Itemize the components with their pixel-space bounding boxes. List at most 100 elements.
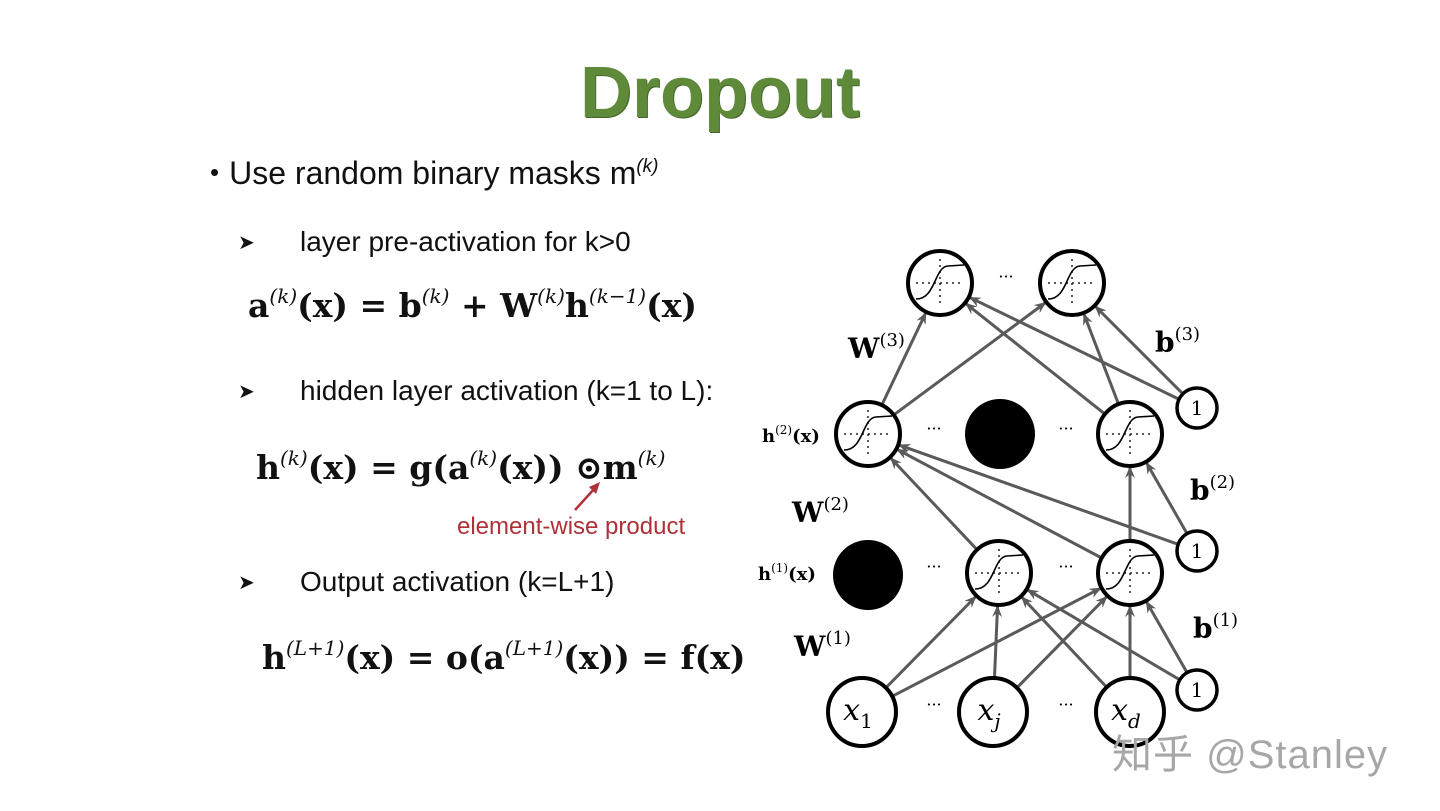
eq-sup: (k) [637, 446, 666, 470]
input-circle [957, 676, 1029, 748]
eq-sup: (k) [421, 284, 450, 308]
eq-term: (x)) = f(x) [563, 638, 746, 677]
eq-term: (x) = b [297, 286, 422, 325]
edge-h2a-o1 [880, 311, 928, 406]
arrowhead-bullet-icon: ➤ [238, 232, 255, 254]
slide-title: Dropout [580, 53, 860, 133]
input-label: xd [1111, 693, 1141, 733]
b1-label: b(1) [1193, 610, 1238, 645]
bias-value: 1 [1191, 539, 1204, 563]
section-output-activation: ➤ Output activation (k=L+1) [238, 566, 614, 598]
ellipsis-h2-right: ··· [1058, 419, 1073, 438]
bias-circle [1175, 529, 1219, 573]
edge-h2c-o1 [964, 302, 1106, 416]
w2-label: W(2) [791, 494, 849, 529]
edge-xd-h1b [1020, 595, 1108, 689]
h1-layer-label: h(1)(x) [758, 561, 816, 585]
edge-x1-h1b [884, 595, 977, 689]
edge-b1-h1b [1026, 588, 1181, 682]
input-circle [826, 676, 898, 748]
arrowhead-bullet-icon: ➤ [238, 572, 255, 594]
h2-layer-label: h(2)(x) [762, 423, 820, 447]
input-label: x1 [843, 693, 873, 733]
ellipsis-input-right: ··· [1058, 695, 1073, 714]
sigmoid-unit-h2a [834, 400, 902, 468]
edge-h2a-o2 [892, 301, 1047, 417]
ellipsis-h1-left: ··· [926, 557, 941, 576]
arrowhead-bullet-icon: ➤ [238, 381, 255, 403]
sigmoid-unit-h1b [965, 539, 1033, 607]
equation-output-activation: h(L+1)(x) = o(a(L+1)(x)) = f(x) [262, 636, 746, 677]
sigmoid-curve-icon [843, 415, 893, 451]
sigmoid-unit-o1 [906, 249, 974, 317]
eq-term: (x) = g(a [307, 448, 470, 487]
eq-sup: (L+1) [286, 636, 345, 660]
section-pre-activation: ➤ layer pre-activation for k>0 [238, 226, 631, 258]
edge-h1b-h2a [889, 456, 979, 551]
edge-b3-o1 [968, 296, 1180, 401]
sigmoid-curve-icon [1105, 554, 1155, 590]
input-circle [1094, 676, 1166, 748]
bias-unit-b1: 1 [1175, 668, 1219, 712]
b2-label: b(2) [1190, 472, 1235, 507]
eq-sup: (k) [280, 446, 308, 470]
eq-term: (x)) ⊙m [497, 448, 638, 487]
input-unit-x1: x1 [826, 676, 898, 748]
eq-term: (x) [646, 286, 698, 325]
bullet-text: Use random binary masks m [229, 155, 637, 191]
ellipsis-h2-left: ··· [926, 419, 941, 438]
section-heading: Output activation (k=L+1) [300, 566, 615, 597]
element-wise-annotation: element-wise product [457, 513, 686, 540]
eq-sup: (k−1) [588, 284, 647, 308]
input-unit-xd: xd [1094, 676, 1166, 748]
sigmoid-curve-icon [915, 264, 965, 300]
equation-pre-activation: a(k)(x) = b(k) + W(k)h(k−1)(x) [248, 284, 697, 325]
eq-term: h [256, 448, 280, 487]
labels-group: ··· ··· ··· ··· ··· ··· ··· h(2)(x) h(1)… [758, 267, 1238, 714]
ellipsis-h1-right: ··· [1058, 557, 1073, 576]
edge-b1-h1c [1145, 600, 1189, 674]
edge-h1c-h2a [896, 448, 1103, 560]
zhihu-watermark: 知乎 @Stanley [1112, 733, 1389, 777]
eq-sup: (k) [269, 284, 298, 308]
sigmoid-curve-icon [1047, 264, 1097, 300]
edge-xj-h1c [1015, 595, 1108, 689]
dropped-unit-h1a [833, 540, 903, 610]
section-heading: hidden layer activation (k=1 to L): [300, 375, 714, 406]
bullet-superscript: (k) [636, 156, 659, 177]
eq-term: a [248, 286, 270, 325]
dropped-unit-h2b [965, 399, 1035, 469]
bias-unit-b2: 1 [1175, 529, 1219, 573]
bias-circle [1175, 386, 1219, 430]
b3-label: b(3) [1155, 324, 1200, 359]
sigmoid-unit-h2c [1096, 400, 1164, 468]
edge-b2-h2c [1145, 461, 1189, 535]
nodes-group: x1 xj xd 1 1 1 [826, 249, 1219, 748]
bias-unit-b3: 1 [1175, 386, 1219, 430]
input-unit-xj: xj [957, 676, 1029, 748]
ellipsis-output: ··· [998, 267, 1013, 286]
edge-xj-h1b [992, 604, 1003, 679]
bullet-dot-icon: • [210, 157, 220, 187]
edges-group [880, 296, 1189, 698]
eq-sup: (k) [469, 446, 498, 470]
bias-value: 1 [1191, 678, 1204, 702]
w3-label: W(3) [847, 330, 905, 365]
sigmoid-curve-icon [974, 554, 1024, 590]
edge-h2c-o2 [1082, 312, 1120, 405]
input-label: xj [977, 693, 1000, 733]
eq-term: (x) = o(a [344, 638, 505, 677]
main-bullet: • Use random binary masks m(k) [210, 155, 659, 192]
section-heading: layer pre-activation for k>0 [300, 226, 631, 257]
equation-hidden-activation: h(k)(x) = g(a(k)(x)) ⊙m(k) [256, 446, 665, 487]
dropped-unit-circle [965, 399, 1035, 469]
eq-term: h [564, 286, 589, 325]
sigmoid-unit-h1c [1096, 539, 1164, 607]
sigmoid-unit-o2 [1038, 249, 1106, 317]
eq-term: + W [449, 286, 538, 325]
bias-circle [1175, 668, 1219, 712]
ellipsis-input-left: ··· [926, 695, 941, 714]
dropped-unit-circle [833, 540, 903, 610]
edge-b2-h2a [898, 443, 1179, 546]
